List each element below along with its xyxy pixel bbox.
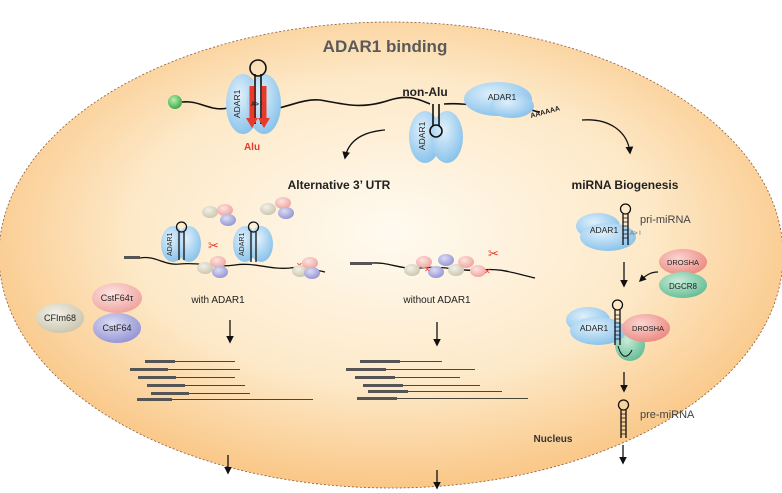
alu-hairpin (254, 74, 262, 124)
hairpin-with-1-loop (175, 221, 188, 233)
with-adar1-group: ADAR1 ADAR1 ✂ ✕ with ADAR1 (124, 197, 326, 475)
dgcr8-free-label: DGCR8 (669, 282, 698, 291)
factor-legend: CstF64τ CFIm68 CstF64 (36, 283, 142, 343)
nucleus-label: Nucleus (534, 434, 573, 445)
cstf64t-legend (92, 283, 142, 313)
factor-cstf64-small (278, 207, 294, 219)
alu-red-arrows (249, 86, 267, 122)
bound-cstf64t (470, 265, 486, 277)
alt-utr-heading: Alternative 3’ UTR (288, 178, 391, 192)
nonalu-hairpin (432, 104, 440, 126)
factor-cfim68-small (202, 206, 218, 218)
top-rna-group: ADAR1 A> I Alu non-Alu ADAR1 ADAR1 AAAAA… (168, 59, 561, 163)
factor-cstf64t-small (217, 204, 233, 216)
drosha-bound (622, 314, 670, 342)
bound-cfim68 (292, 265, 308, 277)
rna-cds-block-without (350, 262, 372, 265)
cfim68-label: CFIm68 (44, 313, 76, 323)
bound-cfim68 (448, 264, 464, 276)
bound-cstf64t (302, 257, 318, 269)
adar1-with-2b (249, 226, 273, 262)
adar1-complex-b (570, 317, 626, 345)
mirna-heading: miRNA Biogenesis (572, 178, 679, 192)
adar1-with-1-label: ADAR1 (167, 233, 174, 256)
bound-cstf64 (212, 266, 228, 278)
pri-mirna-hairpin (622, 214, 629, 245)
bound-cfim68 (404, 264, 420, 276)
bound-cstf64t (210, 256, 226, 268)
a-to-i-label: A> I (251, 102, 263, 108)
cut-mark-icon: ✕ (424, 265, 431, 274)
arrow-drosha-join (638, 271, 659, 283)
alu-label: Alu (244, 142, 260, 153)
adar1-nonalu-lower-label: ADAR1 (417, 121, 427, 150)
complex-hairpin-loop (611, 299, 624, 311)
pre-mirna-label: pre-miRNA (640, 409, 695, 421)
pri-mirna-rungs (623, 217, 628, 239)
hairpin-with-2 (250, 232, 257, 262)
pre-mirna-hairpin (620, 410, 627, 438)
without-adar1-group: ✕ ✕ ✂ without ADAR1 (346, 246, 536, 490)
nonalu-hairpin-loop (429, 124, 443, 138)
drosha-free-label: DROSHA (667, 258, 699, 267)
cstf64-legend (93, 313, 141, 343)
pre-mirna-rungs (621, 413, 626, 435)
adar1-complex-label: ADAR1 (580, 323, 609, 333)
drosha-free (659, 249, 707, 275)
drosha-bound-label: DROSHA (632, 324, 664, 333)
adar1-pri-b (580, 223, 636, 251)
hairpin-with-1 (178, 232, 185, 260)
alu-hairpin-loop (249, 59, 267, 77)
title: ADAR1 binding (323, 37, 448, 56)
cfim68-legend (36, 303, 84, 333)
adar1-nonalu-top-label: ADAR1 (488, 92, 517, 102)
with-adar1-label: with ADAR1 (190, 295, 245, 306)
isoforms-with (130, 360, 313, 401)
a-to-i-pri-label: A> I (630, 231, 641, 237)
bound-cstf64 (428, 266, 444, 278)
alu-red-arrowheads (246, 118, 270, 128)
adar1-alu-label: ADAR1 (232, 89, 242, 118)
scissors-icon: ✂ (488, 246, 499, 261)
dgcr8-free (659, 272, 707, 298)
mirna-group: ADAR1 A> I pri-miRNA DROSHA DGCR8 ADAR1 … (566, 203, 707, 465)
arrow-to-alt-utr (342, 129, 386, 160)
cstf64-label: CstF64 (102, 323, 131, 333)
factor-cstf64t-small (275, 197, 291, 209)
adar1-nonalu-top2 (490, 94, 534, 118)
factor-cstf64-small (220, 214, 236, 226)
bound-cstf64t (458, 256, 474, 268)
isoforms-without (346, 360, 528, 400)
factor-cfim68-small (260, 203, 276, 215)
nucleus-ellipse (0, 21, 782, 489)
complex-tail (617, 345, 633, 357)
cap-icon (168, 95, 182, 109)
rna-cds-block (124, 256, 140, 259)
adar1-with-1b (177, 226, 201, 262)
pri-mirna-label: pri-miRNA (640, 214, 691, 226)
scissors-icon: ✂ (208, 238, 219, 253)
bound-cfim68 (197, 262, 213, 274)
bound-cstf64 (304, 267, 320, 279)
bound-cstf64t (416, 256, 432, 268)
cstf64t-label: CstF64τ (101, 293, 134, 303)
hairpin-with-2-loop (247, 221, 260, 233)
pre-mirna-loop (617, 399, 630, 411)
adar1-with-2-label: ADAR1 (239, 233, 246, 256)
without-adar1-label: without ADAR1 (402, 295, 471, 306)
bound-cstf64 (438, 254, 454, 266)
complex-rungs (615, 314, 620, 340)
cut-mark-icon: ✕ (484, 267, 491, 276)
adar1-pri-label: ADAR1 (590, 225, 619, 235)
pri-mirna-loop (619, 203, 632, 215)
arrow-to-mirna (581, 119, 634, 155)
non-alu-label: non-Alu (402, 85, 447, 99)
